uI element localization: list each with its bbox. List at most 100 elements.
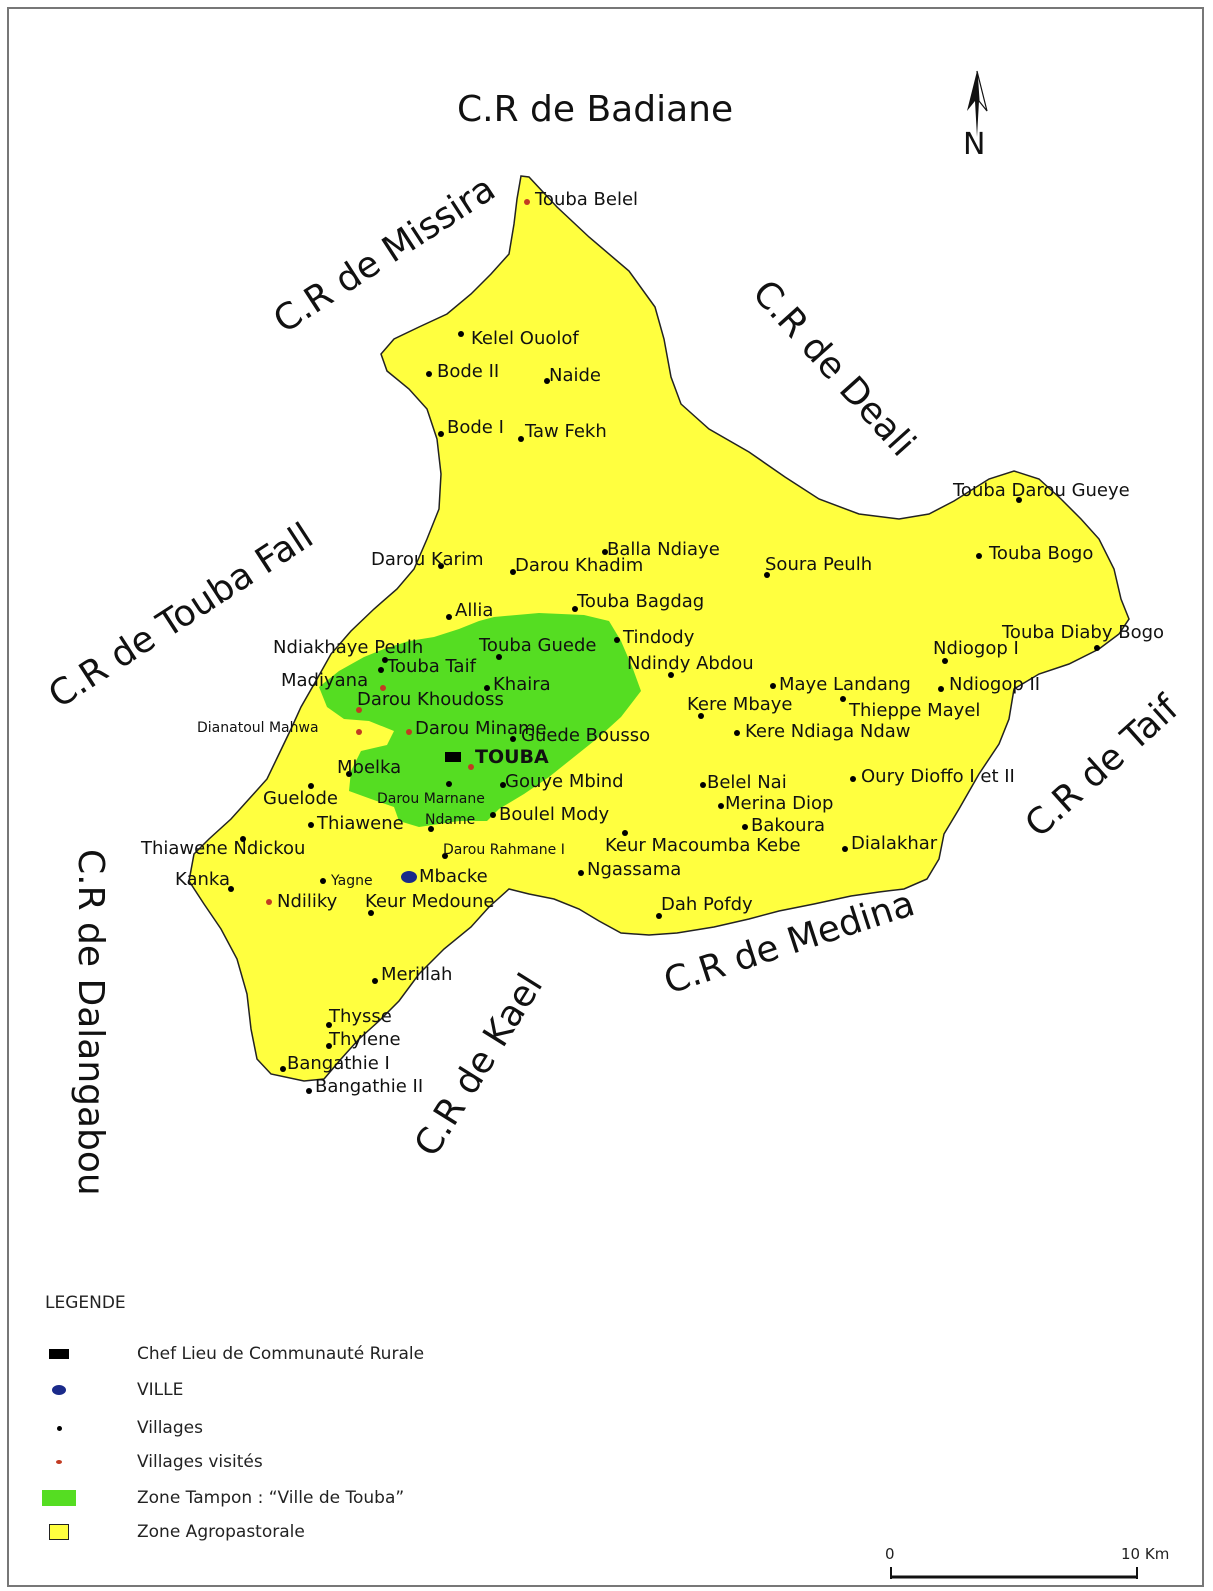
place-label: Thysse [328, 1006, 392, 1027]
legend-symbol-visited [39, 1452, 79, 1472]
place-label: Maye Landang [779, 674, 911, 695]
village-marker [614, 637, 620, 643]
place-label: Bode I [447, 417, 504, 438]
place-label: Bangathie I [287, 1053, 390, 1074]
village-marker [228, 886, 234, 892]
place-village: Bode I [438, 417, 504, 438]
place-label: Yagne [330, 873, 373, 889]
village-marker [378, 667, 384, 673]
place-label: Touba Taif [386, 656, 477, 677]
village-marker [346, 771, 352, 777]
place-label: Touba Bogo [988, 543, 1093, 564]
place-label: Thylene [328, 1029, 401, 1050]
visited-village-marker [380, 685, 386, 691]
place-village: Balla Ndiaye [602, 539, 720, 560]
village-marker [734, 730, 740, 736]
village-marker [442, 853, 448, 859]
place-village: Maye Landang [770, 674, 911, 695]
place-village: Touba Bagdag [572, 591, 704, 612]
place-village: Touba Taif [378, 656, 477, 677]
village-marker [438, 431, 444, 437]
village-marker [942, 658, 948, 664]
place-village: Thiawene [308, 813, 404, 834]
village-marker [976, 553, 982, 559]
place-village: Boulel Mody [490, 804, 610, 825]
place-label: Darou Khadim [515, 555, 643, 576]
legend-label: Zone Agropastorale [137, 1522, 305, 1542]
village-marker [382, 657, 388, 663]
village-marker [518, 436, 524, 442]
neighbor-label-kael: C.R de Kael [407, 967, 551, 1164]
place-label: Dianatoul Mahwa [197, 720, 319, 736]
legend-item-city: VILLE [39, 1377, 183, 1403]
place-village: Touba Darou Gueye [952, 480, 1130, 503]
village-marker [306, 1088, 312, 1094]
village-marker [938, 686, 944, 692]
village-marker [438, 563, 444, 569]
village-marker [326, 1022, 332, 1028]
place-label: Bode II [437, 361, 499, 382]
place-village: Gouye Mbind [500, 771, 624, 792]
place-label: Ndiogop II [949, 674, 1040, 695]
place-village: Thieppe Mayel [840, 696, 980, 721]
place-village: Thylene [326, 1029, 401, 1050]
legend-item-village: Villages [39, 1415, 203, 1441]
legend-symbol-agro [39, 1522, 79, 1542]
place-label: Touba Guede [478, 635, 596, 656]
neighbor-label-deali: C.R de Deali [744, 273, 923, 465]
village-marker [850, 776, 856, 782]
place-label: Darou Rahmane I [443, 842, 565, 858]
village-marker [326, 1043, 332, 1049]
place-label: Guede Bousso [521, 725, 650, 746]
north-arrow-icon [967, 70, 988, 137]
place-label: Ngassama [587, 859, 681, 880]
village-marker [500, 782, 506, 788]
village-marker [510, 569, 516, 575]
place-visited: Ndiliky [266, 891, 338, 912]
legend-item-buffer: Zone Tampon : “Ville de Touba” [39, 1485, 404, 1511]
place-village: Dialakhar [842, 833, 938, 854]
legend-symbol-chef_lieu [39, 1344, 79, 1364]
place-label: Balla Ndiaye [607, 539, 720, 560]
visited-village-marker [266, 899, 272, 905]
village-marker [426, 371, 432, 377]
place-village: Ndindy Abdou [627, 653, 754, 678]
village-marker [572, 606, 578, 612]
place-village: Keur Macoumba Kebe [605, 830, 801, 856]
village-marker [368, 910, 374, 916]
place-label: Khaira [493, 674, 551, 695]
village-marker [718, 803, 724, 809]
place-village: Kere Ndiaga Ndaw [734, 721, 911, 742]
place-visited: Dianatoul Mahwa [197, 720, 362, 736]
place-label: Boulel Mody [499, 804, 610, 825]
place-label: Kere Mbaye [687, 694, 793, 715]
village-marker [656, 913, 662, 919]
place-label: Keur Macoumba Kebe [605, 835, 801, 856]
place-label: Ndiliky [277, 891, 338, 912]
neighbor-label-touba-fall: C.R de Touba Fall [42, 515, 321, 716]
legend-label: Chef Lieu de Communauté Rurale [137, 1344, 425, 1364]
village-marker [510, 736, 516, 742]
city-marker [401, 871, 417, 883]
place-label: Guelode [263, 788, 338, 809]
place-label: Kanka [175, 869, 230, 890]
place-village: Darou Khadim [510, 555, 643, 576]
place-label: Darou Khoudoss [357, 689, 504, 710]
neighbor-label-dalangabou: C.R de Dalangabou [70, 849, 111, 1196]
village-marker [280, 1066, 286, 1072]
village-marker [578, 870, 584, 876]
place-label: Touba Bagdag [576, 591, 704, 612]
place-village: Belel Nai [700, 772, 787, 793]
place-village: Bangathie II [306, 1076, 423, 1097]
place-label: Ndiogop I [933, 638, 1019, 659]
place-village: Ngassama [578, 859, 681, 880]
place-label: Kere Ndiaga Ndaw [745, 721, 911, 742]
visited-village-marker [356, 707, 362, 713]
place-label: Bakoura [751, 815, 825, 836]
village-marker [742, 824, 748, 830]
place-village: Guede Bousso [510, 725, 650, 746]
place-village: Allia [446, 600, 493, 621]
place-label: Ndame [425, 812, 475, 828]
place-village: Naide [544, 365, 601, 386]
place-village: Kere Mbaye [687, 694, 793, 719]
